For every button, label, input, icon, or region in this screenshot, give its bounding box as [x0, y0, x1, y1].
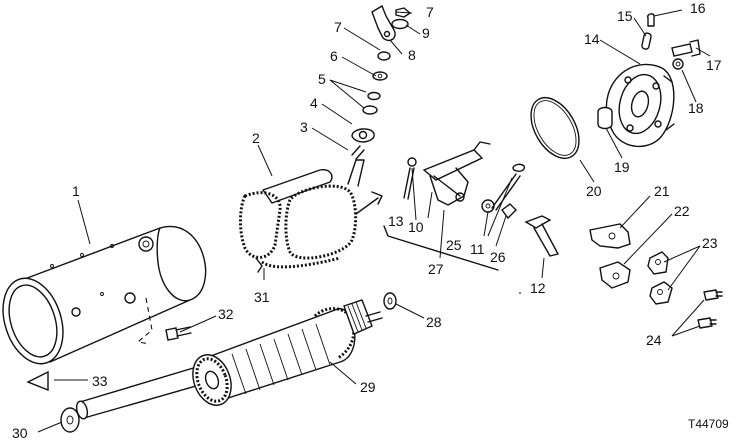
callout-23: 23: [702, 235, 718, 251]
callout-21: 21: [654, 183, 670, 199]
callout-2: 2: [252, 130, 260, 146]
callout-33: 33: [92, 373, 108, 389]
callout-labels: 1 2 3 4 5 6 7 7 8 9 10 11 12 13 14 15 16…: [12, 0, 722, 440]
callout-26: 26: [490, 249, 506, 265]
callout-22: 22: [674, 203, 690, 219]
callout-20: 20: [586, 183, 602, 199]
leader-lines: [37, 9, 711, 433]
figure-reference: T44709: [688, 417, 729, 431]
callout-18: 18: [688, 100, 704, 116]
callout-13: 13: [388, 213, 404, 229]
callout-29: 29: [360, 379, 376, 395]
callout-7-right: 7: [426, 4, 434, 20]
callout-12: 12: [530, 280, 546, 296]
callout-14: 14: [584, 31, 600, 47]
callout-11: 11: [470, 241, 485, 257]
part-armature: [75, 299, 383, 420]
part-brackets: [589, 223, 723, 329]
part-frame-housing: [2, 225, 207, 365]
callout-15: 15: [617, 8, 633, 24]
callout-25: 25: [446, 237, 462, 253]
callout-7-left: 7: [334, 19, 342, 35]
callout-4: 4: [310, 95, 318, 111]
callout-32: 32: [218, 306, 234, 322]
callout-28: 28: [426, 314, 442, 330]
callout-30: 30: [12, 425, 28, 440]
part-brush-holder: [383, 141, 526, 271]
callout-17: 17: [706, 57, 722, 73]
callout-1: 1: [72, 183, 80, 199]
callout-10: 10: [408, 219, 424, 235]
callout-27: 27: [428, 261, 444, 277]
callout-3: 3: [300, 119, 308, 135]
part-field-coils: [239, 159, 383, 273]
callout-9: 9: [422, 25, 430, 41]
part-end-plate: [530, 13, 701, 159]
callout-8: 8: [408, 47, 416, 63]
callout-16: 16: [690, 0, 706, 16]
callout-31: 31: [254, 289, 270, 305]
part-small-parts: [26, 292, 397, 433]
callout-24: 24: [646, 332, 662, 348]
part-brush-spring: [519, 215, 559, 294]
callout-19: 19: [614, 159, 630, 175]
part-terminal-stack: [351, 4, 411, 160]
callout-5: 5: [318, 71, 326, 87]
callout-6: 6: [330, 48, 338, 64]
